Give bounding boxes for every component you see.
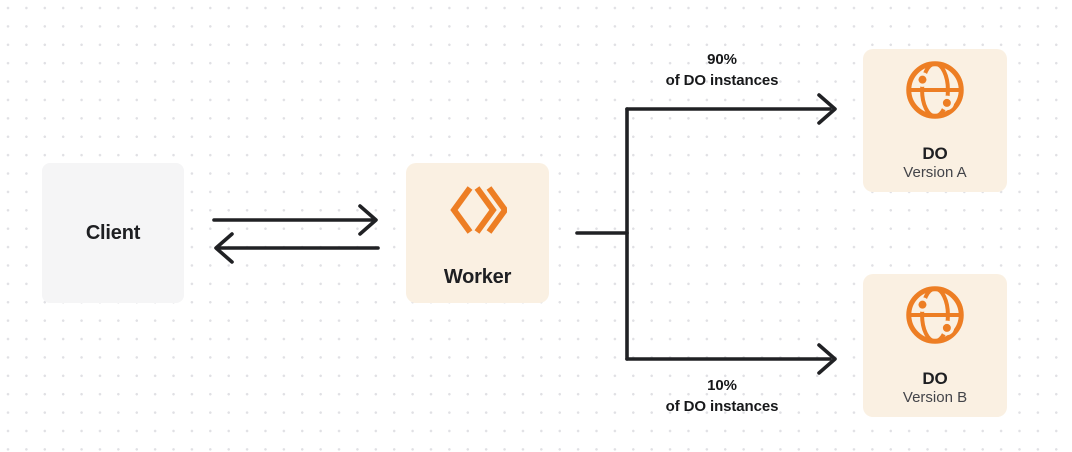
top-branch-caption: of DO instances [665, 72, 779, 89]
branch-arrow-to-version-b [625, 343, 837, 375]
bottom-branch-label: 10% of DO instances [622, 375, 822, 417]
top-branch-percent: 90% [707, 51, 737, 68]
do-version-b-node: DO Version B [863, 274, 1007, 417]
arrowhead-right-icon [817, 93, 837, 125]
arrowhead-right-icon [358, 204, 378, 236]
do-a-subtitle: Version A [903, 164, 967, 181]
do-b-subtitle: Version B [902, 389, 968, 406]
do-b-title: DO [922, 369, 948, 388]
worker-label: Worker [443, 266, 512, 288]
client-node: Client [42, 163, 184, 303]
durable-object-globe-icon [906, 61, 964, 119]
bottom-branch-percent: 10% [707, 377, 737, 394]
arrowhead-right-icon [817, 343, 837, 375]
bottom-branch-caption: of DO instances [665, 398, 779, 415]
client-label: Client [85, 221, 141, 244]
arrowhead-left-icon [214, 232, 234, 264]
durable-object-globe-icon [906, 286, 964, 344]
do-version-a-node: DO Version A [863, 49, 1007, 192]
branch-arrow-to-version-a [625, 93, 837, 125]
cloudflare-workers-logo-icon [449, 186, 507, 234]
worker-node: Worker [406, 163, 549, 303]
worker-client-response-arrow [214, 232, 380, 264]
worker-branch-connector [575, 107, 629, 361]
top-branch-label: 90% of DO instances [622, 49, 822, 91]
client-worker-request-arrow [212, 204, 378, 236]
do-a-title: DO [922, 144, 948, 163]
